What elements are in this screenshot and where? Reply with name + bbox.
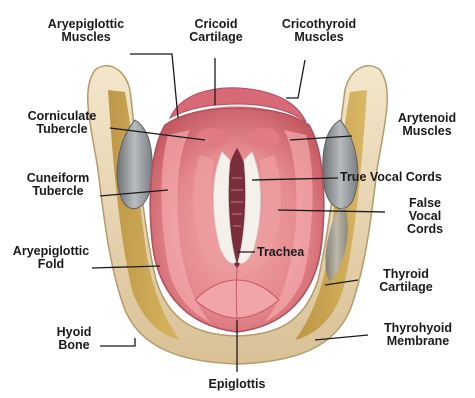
label-text: True Vocal Cords bbox=[340, 171, 442, 184]
label-false-vocal-cords: False Vocal Cords bbox=[390, 197, 460, 236]
label-text: Cartilage bbox=[360, 281, 452, 294]
label-hyoid-bone: Hyoid Bone bbox=[46, 326, 102, 352]
label-cricothyroid-muscles: Cricothyroid Muscles bbox=[266, 18, 372, 44]
label-thyrohyoid-membrane: Thyrohyoid Membrane bbox=[370, 322, 466, 348]
label-arytenoid-muscles: Arytenoid Muscles bbox=[382, 112, 472, 138]
label-text: Epiglottis bbox=[195, 378, 279, 391]
leader-aryepiglottic-muscles bbox=[130, 54, 178, 118]
leader-cricothyroid-muscles bbox=[286, 60, 305, 98]
left-corniculate bbox=[196, 128, 228, 148]
label-text: Tubercle bbox=[10, 123, 114, 136]
label-text: Cords bbox=[390, 223, 460, 236]
label-cuneiform-tubercle: Cuneiform Tubercle bbox=[14, 172, 102, 198]
label-cricoid-cartilage: Cricoid Cartilage bbox=[176, 18, 256, 44]
right-corniculate bbox=[248, 128, 280, 148]
label-text: Muscles bbox=[22, 31, 150, 44]
label-aryepiglottic-fold: Aryepiglottic Fold bbox=[4, 245, 98, 271]
label-text: Muscles bbox=[266, 31, 372, 44]
label-text: Trachea bbox=[257, 246, 304, 259]
label-text: Tubercle bbox=[14, 185, 102, 198]
label-epiglottis: Epiglottis bbox=[195, 378, 279, 391]
label-text: Muscles bbox=[382, 125, 472, 138]
label-aryepiglottic-muscles: Aryepiglottic Muscles bbox=[22, 18, 150, 44]
label-true-vocal-cords: True Vocal Cords bbox=[340, 171, 442, 184]
label-corniculate-tubercle: Corniculate Tubercle bbox=[10, 110, 114, 136]
label-thyroid-cartilage: Thyroid Cartilage bbox=[360, 268, 452, 294]
label-trachea: Trachea bbox=[257, 246, 304, 259]
leader-hyoid-bone bbox=[100, 338, 135, 346]
label-text: Membrane bbox=[370, 335, 466, 348]
label-text: Cartilage bbox=[176, 31, 256, 44]
label-text: Fold bbox=[4, 258, 98, 271]
label-text: Bone bbox=[46, 339, 102, 352]
